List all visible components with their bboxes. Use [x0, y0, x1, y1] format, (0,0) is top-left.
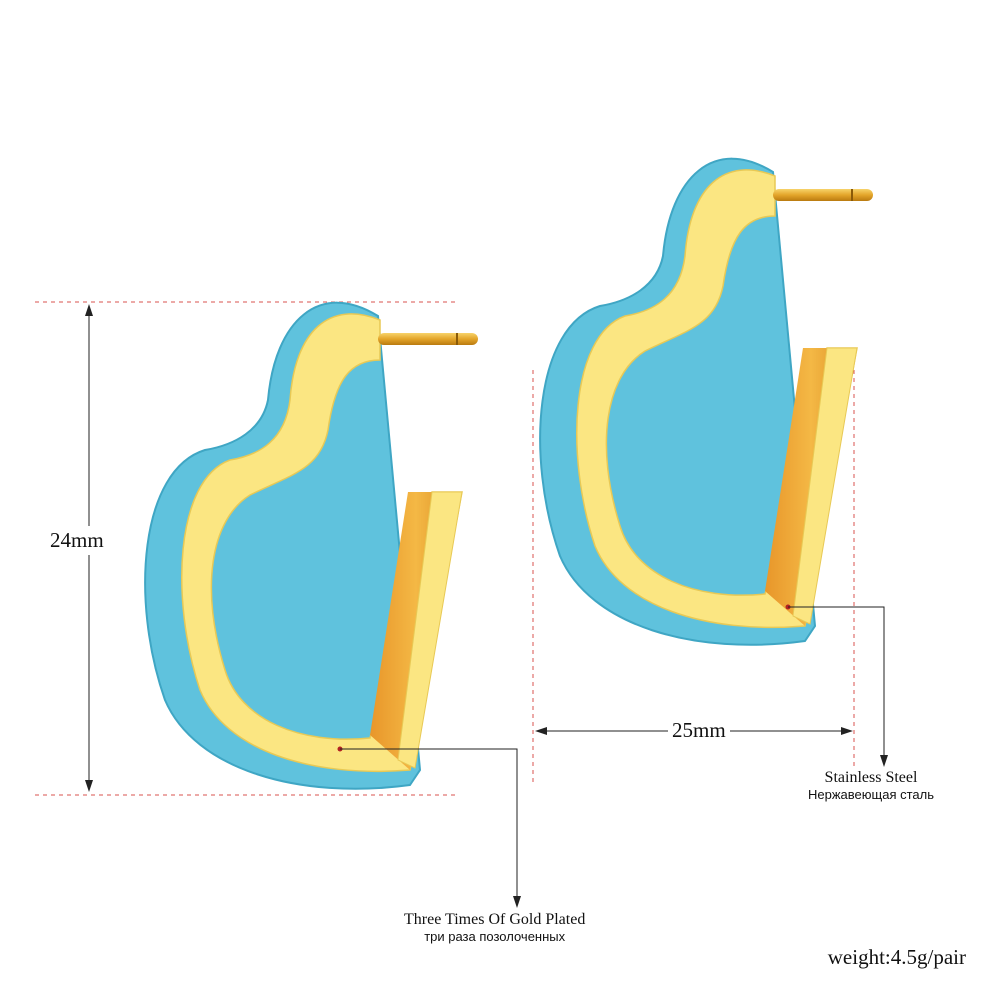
gold-plating-label-en: Three Times Of Gold Plated — [404, 911, 586, 928]
left-earring — [144, 301, 479, 790]
material-label-en: Stainless Steel — [824, 769, 918, 786]
weight-label: weight:4.5g/pair — [827, 945, 966, 969]
gold-plating-label: Three Times Of Gold Plated три раза позо… — [404, 911, 586, 945]
gold-plating-label-ru: три раза позолоченных — [424, 929, 566, 944]
gold-callout — [337, 746, 521, 908]
steel-callout — [785, 604, 888, 767]
material-label-ru: Нержавеющая сталь — [808, 787, 934, 802]
width-dimension-label: 25mm — [668, 718, 730, 743]
height-dimension-label: 24mm — [50, 526, 104, 555]
right-earring — [539, 157, 874, 646]
material-label: Stainless Steel Нержавеющая сталь — [808, 769, 934, 803]
